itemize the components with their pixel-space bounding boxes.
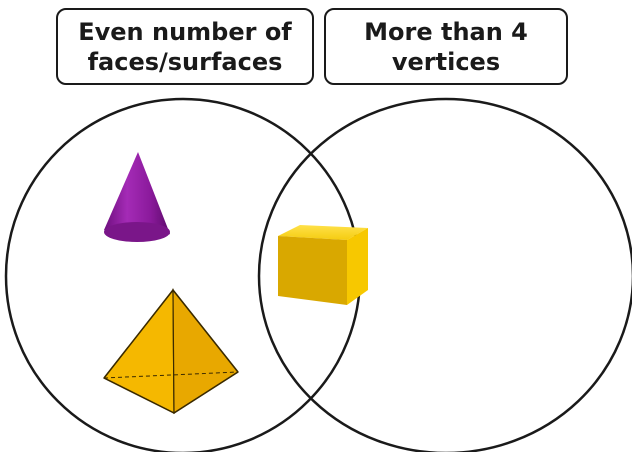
cube-shape [278,225,368,305]
right-set-label: More than 4 vertices [324,8,568,85]
left-set-label: Even number of faces/surfaces [56,8,314,85]
right-set-circle [257,97,632,452]
square-pyramid-shape [103,288,239,415]
left-set-label-line1: Even number of [78,17,292,46]
right-set-label-line1: More than 4 [364,17,528,46]
left-set-label-line2: faces/surfaces [87,47,283,76]
right-set-label-line2: vertices [391,47,501,76]
cone-shape [104,152,170,242]
